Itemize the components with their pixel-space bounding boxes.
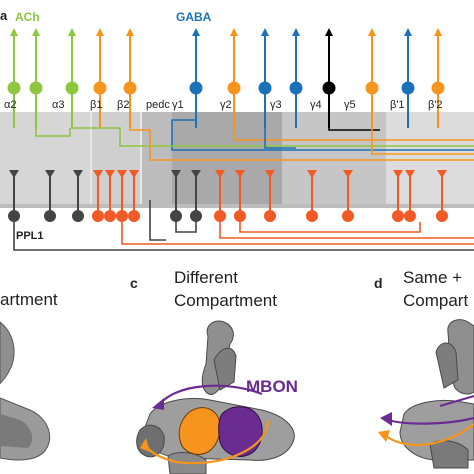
mbon-ach xyxy=(7,28,21,128)
dan-pam xyxy=(214,170,226,222)
dan-pam xyxy=(404,170,416,222)
dan-axon xyxy=(175,222,197,233)
compartment-label: β2 xyxy=(117,99,129,111)
dan-pam xyxy=(342,170,354,222)
dan-pam xyxy=(104,170,116,222)
compartment-label: γ4 xyxy=(310,99,322,111)
dan-ppl1 xyxy=(8,170,20,222)
panel-c-letter: c xyxy=(130,275,138,291)
mbon-axon-wiring xyxy=(35,100,474,161)
panel-c-title-line2: Compartment xyxy=(174,291,277,310)
mbon-glut xyxy=(93,28,107,128)
dan-pam xyxy=(436,170,448,222)
dan-pam xyxy=(264,170,276,222)
compartment-label: γ3 xyxy=(270,99,282,111)
dan-pam xyxy=(306,170,318,222)
dan-pam xyxy=(116,170,128,222)
dan-axon xyxy=(121,222,474,245)
dan-ppl1 xyxy=(72,170,84,222)
mbon-axon-ach xyxy=(71,100,474,147)
dan-axon xyxy=(13,222,474,251)
mbon-gaba xyxy=(401,28,415,128)
dan-ppl1 xyxy=(170,170,182,222)
dan-ppl1 xyxy=(44,170,56,222)
panel-a-letter: a xyxy=(0,8,8,23)
compartment-label: γ2 xyxy=(220,99,232,111)
compartment-label: β'1 xyxy=(390,99,405,111)
panel-c-title-line1: Different xyxy=(174,268,238,287)
mbon-axon-glut xyxy=(233,100,474,141)
mbon-gaba xyxy=(289,28,303,128)
compartment-label: γ5 xyxy=(344,99,356,111)
dan-pam xyxy=(392,170,404,222)
panel-d-title-line2: Compart xyxy=(403,291,468,310)
compartment-label: α3 xyxy=(52,99,64,111)
panel-d-title-line1: Same + xyxy=(403,268,462,287)
mbon-axon-gaba xyxy=(171,100,474,151)
compartment-label: β1 xyxy=(90,99,102,111)
mbon-glut xyxy=(227,28,241,128)
panel-c-lobe-model xyxy=(136,320,295,474)
dan-axon xyxy=(239,222,421,233)
panel-b-title: artment xyxy=(0,290,58,309)
ppl1-label: PPL1 xyxy=(16,230,44,242)
compartment-label: γ1 xyxy=(172,99,184,111)
panel-d-letter: d xyxy=(374,275,383,291)
dan-pam xyxy=(92,170,104,222)
compartment-label: α2 xyxy=(4,99,16,111)
mbon-label: MBON xyxy=(246,377,298,396)
mbon-black xyxy=(322,28,336,128)
gaba-legend-label: GABA xyxy=(176,10,212,24)
dan-ppl1 xyxy=(190,170,202,222)
dan-axon-wiring xyxy=(13,200,474,251)
dan-pam xyxy=(128,170,140,222)
mbon-axon-glut xyxy=(371,100,474,155)
mbon-glut xyxy=(431,28,445,128)
panel-d-lobe-model xyxy=(378,319,474,469)
dan-neurons xyxy=(8,170,448,222)
mbon-axon-glut xyxy=(129,100,474,161)
dan-axon xyxy=(219,222,474,239)
dan-axon xyxy=(149,200,166,241)
compartment-label: β'2 xyxy=(428,99,443,111)
mbon-axon-ach xyxy=(35,100,71,137)
mbon-axon-gaba xyxy=(264,100,296,149)
panel-b-lobe-model xyxy=(0,321,51,461)
ach-legend-label: ACh xyxy=(15,10,40,24)
dan-pam xyxy=(234,170,246,222)
mbon-neurons xyxy=(7,28,445,128)
mbon-axon-black xyxy=(328,100,380,131)
compartment-label: pedc xyxy=(146,99,170,111)
